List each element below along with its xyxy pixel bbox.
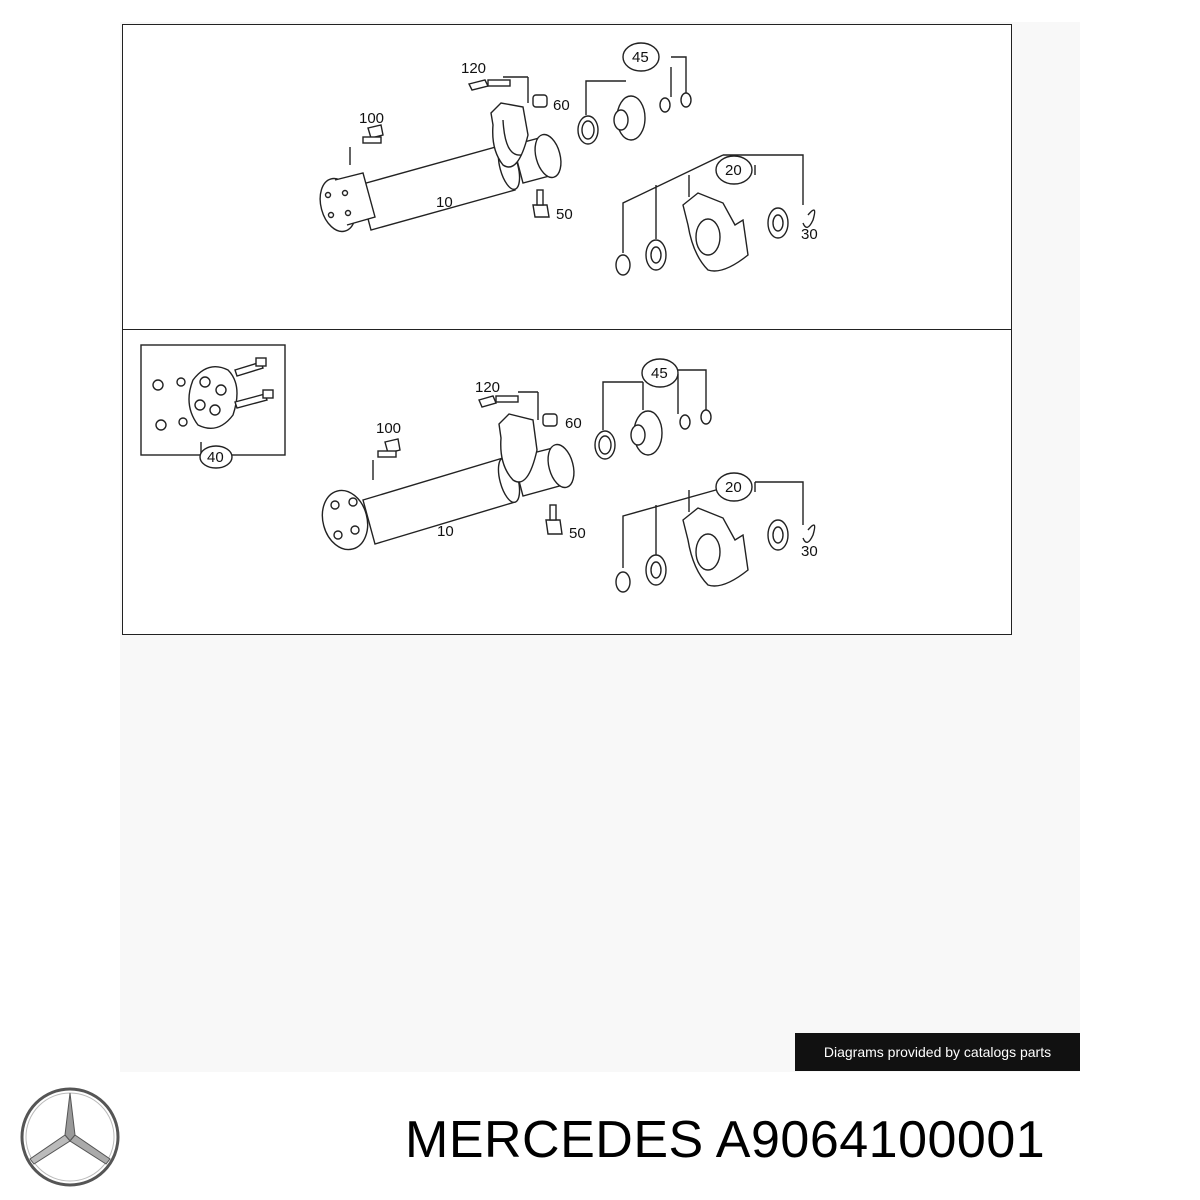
brand-name: MERCEDES: [405, 1111, 704, 1169]
callout-60: 60: [565, 415, 582, 432]
callout-120: 120: [475, 379, 500, 396]
part-title: MERCEDES A9064100001: [405, 1108, 1045, 1172]
callout-20: 20: [725, 162, 742, 179]
callout-30: 30: [801, 226, 818, 243]
callout-20: 20: [725, 479, 742, 496]
mercedes-star-logo-icon: [20, 1087, 120, 1187]
callout-40: 40: [207, 449, 224, 466]
callout-120: 120: [461, 60, 486, 77]
callout-50: 50: [569, 525, 586, 542]
callout-100: 100: [376, 420, 401, 437]
callout-30: 30: [801, 543, 818, 560]
driveshaft-diagram-top: 120 60 100 10 50 45 20 30: [319, 42, 818, 276]
driveshaft-diagram-bottom: 40 120 60 100 10 50 45 20 30: [140, 344, 818, 593]
diagram-panel-top: 120 60 100 10 50 45 20 30: [122, 24, 1012, 330]
callout-10: 10: [436, 194, 453, 211]
diagram-panel-bottom: 40 120 60 100 10 50 45 20 30: [122, 329, 1012, 635]
callout-45: 45: [632, 49, 649, 66]
part-number: A9064100001: [715, 1111, 1046, 1169]
credit-badge: Diagrams provided by catalogs parts: [795, 1033, 1080, 1071]
callout-100: 100: [359, 110, 384, 127]
callout-10: 10: [437, 523, 454, 540]
callout-45: 45: [651, 365, 668, 382]
callout-60: 60: [553, 97, 570, 114]
callout-50: 50: [556, 206, 573, 223]
